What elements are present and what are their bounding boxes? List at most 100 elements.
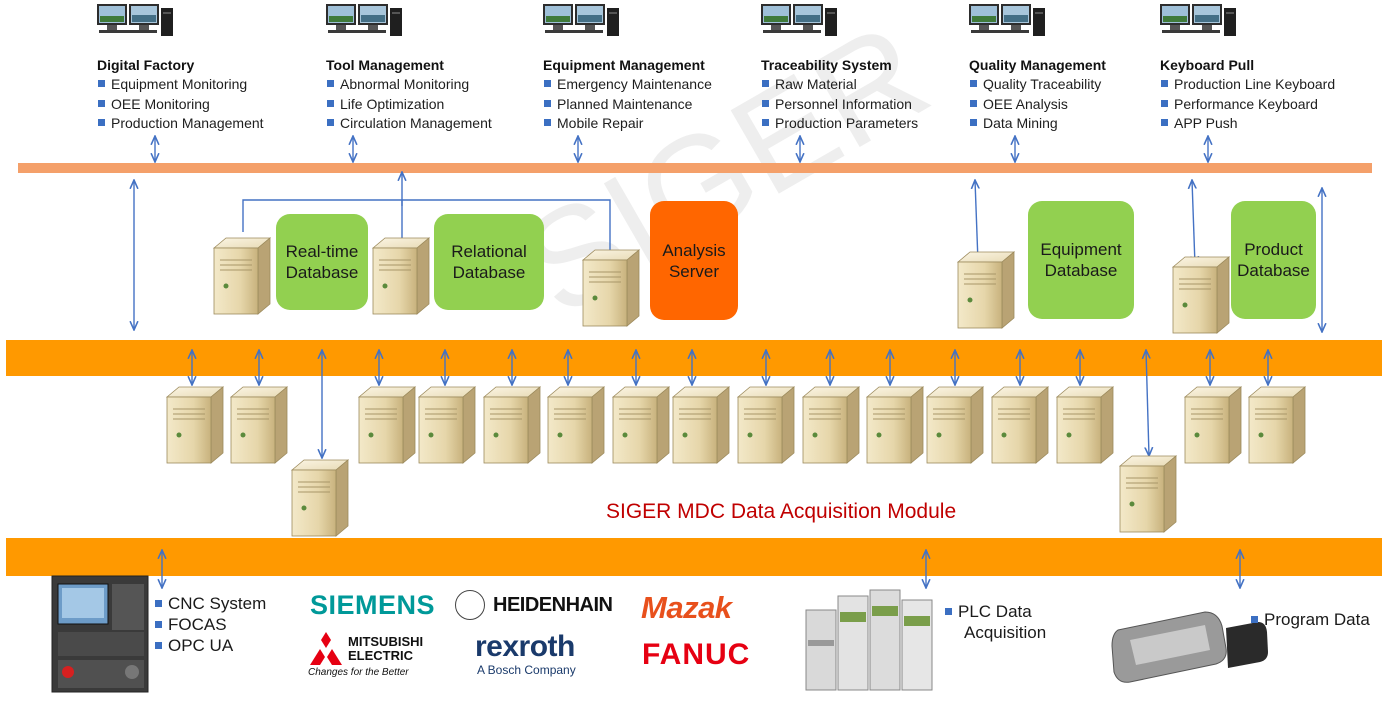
db-label: Analysis: [662, 240, 726, 260]
acquisition-server-icon: [866, 386, 924, 464]
program-source-list: Program Data: [1251, 609, 1370, 630]
rexroth-logo: rexroth: [475, 630, 575, 663]
source-item: Acquisition: [964, 623, 1047, 642]
module-feature-item: Mobile Repair: [544, 114, 712, 134]
acquisition-server-icon: [672, 386, 730, 464]
module-feature-item: Performance Keyboard: [1161, 95, 1335, 115]
module-feature-item: Personnel Information: [762, 95, 918, 115]
acquisition-server-icon: [1056, 386, 1114, 464]
acquisition-server-icon: [991, 386, 1049, 464]
source-item: FOCAS: [155, 614, 266, 635]
link-line: [242, 199, 611, 252]
module-title: Traceability System: [761, 57, 892, 73]
module-feature-item: Circulation Management: [327, 114, 492, 134]
source-item: PLC Data: [958, 602, 1032, 621]
acquisition-server-icon: [166, 386, 224, 464]
workstation-icon: [1160, 4, 1236, 36]
server-icon: [1172, 256, 1230, 334]
source-item: CNC System: [155, 593, 266, 614]
mazak-logo: Mazak: [641, 590, 732, 625]
bottom-bus: [6, 538, 1382, 576]
cnc-panel-icon: [51, 575, 149, 693]
module-feature-item: Production Parameters: [762, 114, 918, 134]
heidenhain-emblem-icon: [455, 590, 485, 620]
mitsubishi-line2: ELECTRIC: [348, 648, 413, 663]
module-title: Quality Management: [969, 57, 1106, 73]
module-feature-item: Emergency Maintenance: [544, 75, 712, 95]
db-label: Database: [285, 263, 359, 282]
server-icon: [372, 237, 430, 315]
mitsubishi-tagline: Changes for the Better: [308, 667, 409, 678]
acquisition-server-icon: [418, 386, 476, 464]
acquisition-server-icon: [483, 386, 541, 464]
workstation-icon: [761, 4, 837, 36]
workstation-icon: [97, 4, 173, 36]
module-title: Digital Factory: [97, 57, 195, 73]
db-label: Product: [1244, 240, 1303, 259]
link-arrow: [1192, 180, 1195, 265]
rexroth-tagline: A Bosch Company: [477, 663, 576, 677]
link-arrow: [1146, 350, 1149, 456]
module-feature-item: OEE Monitoring: [98, 95, 264, 115]
db-label: Real-time: [285, 242, 359, 261]
module-feature-item: OEE Analysis: [970, 95, 1101, 115]
db-label: Relational: [451, 242, 527, 261]
server-icon: [957, 251, 1015, 329]
top-bus: [18, 163, 1372, 173]
acquisition-server-icon: [358, 386, 416, 464]
module-feature-item: APP Push: [1161, 114, 1335, 134]
acquisition-server-icon: [1248, 386, 1306, 464]
heidenhain-text: HEIDENHAIN: [493, 594, 613, 616]
source-item: Program Data: [1251, 609, 1370, 630]
server-icon: [213, 237, 271, 315]
cnc-source-list: CNC System FOCAS OPC UA: [155, 593, 266, 656]
acquisition-server-icon: [926, 386, 984, 464]
module-feature-item: Raw Material: [762, 75, 918, 95]
module-feature-item: Life Optimization: [327, 95, 492, 115]
mitsubishi-line1: MITSUBISHI: [348, 634, 424, 649]
acquisition-server-icon: [612, 386, 670, 464]
db-label: Equipment: [1040, 240, 1122, 259]
server-icon: [582, 249, 640, 327]
module-feature-item: Quality Traceability: [970, 75, 1101, 95]
db-label: Database: [452, 263, 526, 282]
db-label: Database: [1044, 261, 1118, 280]
db-label: Database: [1237, 261, 1310, 280]
middle-bus: [6, 340, 1382, 376]
module-title: Keyboard Pull: [1160, 57, 1255, 73]
acquisition-server-icon: [1184, 386, 1242, 464]
acquisition-server-icon: [1119, 455, 1177, 533]
mitsubishi-logo: MITSUBISHI ELECTRIC Changes for the Bett…: [308, 630, 428, 682]
module-title: Equipment Management: [543, 57, 705, 73]
module-feature-item: Production Management: [98, 114, 264, 134]
siemens-logo: SIEMENS: [310, 590, 436, 620]
usb-drive-icon: [1111, 611, 1268, 683]
acquisition-server-icon: [802, 386, 860, 464]
link-arrow: [975, 180, 978, 262]
plc-source-label: PLC Data Acquisition: [945, 601, 1046, 643]
workstation-icon: [543, 4, 619, 36]
module-feature-item: Planned Maintenance: [544, 95, 712, 115]
mitsubishi-diamonds-icon: [310, 632, 342, 665]
plc-modules-icon: [805, 589, 933, 691]
source-item: OPC UA: [155, 635, 266, 656]
module-feature-item: Production Line Keyboard: [1161, 75, 1335, 95]
module-title: Tool Management: [326, 57, 444, 73]
module-caption: SIGER MDC Data Acquisition Module: [606, 500, 957, 523]
acquisition-server-icon: [291, 459, 349, 537]
acquisition-server-icon: [737, 386, 795, 464]
module-feature-item: Equipment Monitoring: [98, 75, 264, 95]
module-feature-item: Data Mining: [970, 114, 1101, 134]
acquisition-server-icon: [230, 386, 288, 464]
